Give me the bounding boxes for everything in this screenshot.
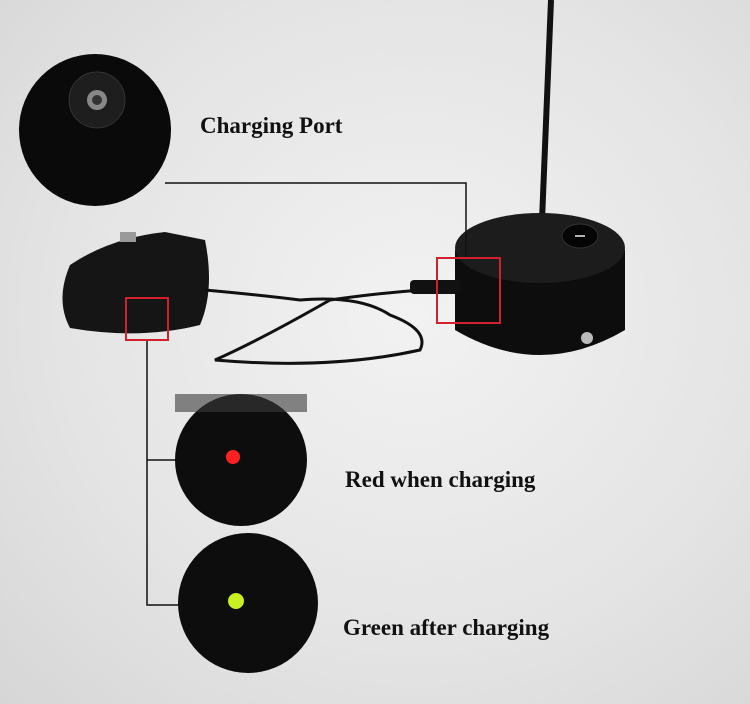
power-switch — [561, 223, 599, 249]
red-led-icon — [226, 450, 240, 464]
screw-icon — [581, 332, 593, 344]
port-detail-circle — [19, 54, 171, 206]
charging-cable — [204, 286, 461, 365]
charging-port-label: Charging Port — [200, 113, 343, 138]
red-led-circle — [175, 394, 307, 526]
led-connector-line — [146, 340, 180, 606]
lamp-base — [455, 213, 625, 355]
port-connector-line — [165, 182, 467, 258]
red-charging-label: Red when charging — [345, 467, 536, 492]
lamp-pole — [538, 0, 554, 246]
green-charged-label: Green after charging — [343, 615, 550, 640]
charger-adapter — [62, 232, 209, 334]
port-highlight-box — [436, 257, 501, 324]
green-led-circle — [178, 533, 318, 673]
green-led-icon — [228, 593, 244, 609]
led-highlight-box — [125, 297, 169, 341]
